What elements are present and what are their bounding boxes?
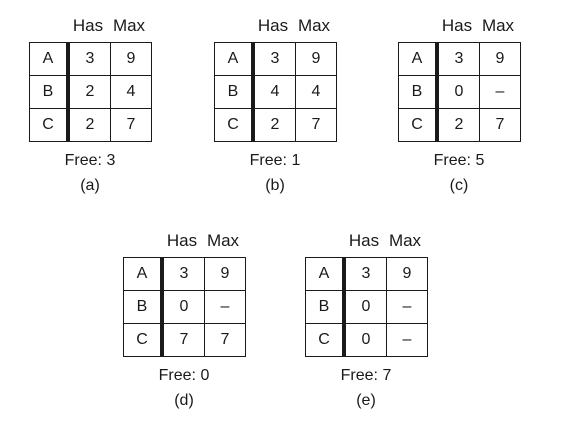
panel-caption: (b) xyxy=(265,177,285,194)
panel-caption: (e) xyxy=(356,392,376,409)
panel-caption: (a) xyxy=(80,177,100,194)
panel-caption: (c) xyxy=(449,177,469,194)
max-cell: – xyxy=(386,290,428,324)
max-cell: 9 xyxy=(386,257,428,291)
max-cell: 4 xyxy=(295,75,337,109)
max-cell: – xyxy=(204,290,246,324)
table-row: A 3 9 xyxy=(305,257,428,291)
process-label: C xyxy=(305,323,346,357)
table-row: C 7 7 xyxy=(123,323,246,357)
process-label: C xyxy=(29,108,70,142)
has-cell: 0 xyxy=(161,290,205,324)
table-row: C 2 7 xyxy=(398,108,521,142)
table-row: A 3 9 xyxy=(123,257,246,291)
header-has: Has xyxy=(72,16,104,35)
has-cell: 3 xyxy=(161,257,205,291)
resource-table: A 3 9 B 0 – C 2 7 xyxy=(398,42,521,142)
table-row: B 0 – xyxy=(398,75,521,109)
table-row: C 0 – xyxy=(305,323,428,357)
resource-table: A 3 9 B 0 – C 0 – xyxy=(305,257,428,357)
max-cell: – xyxy=(479,75,521,109)
resource-table: A 3 9 B 4 4 C 2 7 xyxy=(214,42,337,142)
table-row: A 3 9 xyxy=(29,42,152,76)
panel-caption: (d) xyxy=(174,392,194,409)
has-cell: 4 xyxy=(252,75,296,109)
max-cell: 7 xyxy=(295,108,337,142)
header-max: Max xyxy=(388,231,422,250)
has-cell: 7 xyxy=(161,323,205,357)
header-max: Max xyxy=(112,16,146,35)
table-row: B 2 4 xyxy=(29,75,152,109)
process-label: C xyxy=(214,108,255,142)
resource-table: A 3 9 B 2 4 C 2 7 xyxy=(29,42,152,142)
has-cell: 3 xyxy=(343,257,387,291)
free-count: Free: 0 xyxy=(158,367,210,384)
header-max: Max xyxy=(206,231,240,250)
free-count: Free: 3 xyxy=(64,152,116,169)
header-has: Has xyxy=(348,231,380,250)
has-cell: 0 xyxy=(436,75,480,109)
free-count: Free: 5 xyxy=(433,152,485,169)
header-max: Max xyxy=(297,16,331,35)
process-label: B xyxy=(305,290,346,324)
has-cell: 2 xyxy=(436,108,480,142)
process-label: C xyxy=(123,323,164,357)
header-max: Max xyxy=(481,16,515,35)
process-label: B xyxy=(398,75,439,109)
table-row: B 0 – xyxy=(305,290,428,324)
process-label: A xyxy=(398,42,439,76)
process-label: B xyxy=(29,75,70,109)
table-row: A 3 9 xyxy=(214,42,337,76)
max-cell: 7 xyxy=(204,323,246,357)
table-row: B 4 4 xyxy=(214,75,337,109)
has-cell: 2 xyxy=(67,108,111,142)
table-row: C 2 7 xyxy=(214,108,337,142)
has-cell: 2 xyxy=(67,75,111,109)
free-count: Free: 1 xyxy=(249,152,301,169)
has-cell: 3 xyxy=(252,42,296,76)
header-has: Has xyxy=(257,16,289,35)
table-row: C 2 7 xyxy=(29,108,152,142)
header-has: Has xyxy=(441,16,473,35)
max-cell: 9 xyxy=(204,257,246,291)
resource-table: A 3 9 B 0 – C 7 7 xyxy=(123,257,246,357)
max-cell: 7 xyxy=(479,108,521,142)
has-cell: 0 xyxy=(343,323,387,357)
process-label: A xyxy=(123,257,164,291)
table-row: B 0 – xyxy=(123,290,246,324)
has-cell: 2 xyxy=(252,108,296,142)
max-cell: 9 xyxy=(295,42,337,76)
process-label: A xyxy=(214,42,255,76)
process-label: B xyxy=(123,290,164,324)
process-label: A xyxy=(29,42,70,76)
header-has: Has xyxy=(166,231,198,250)
max-cell: – xyxy=(386,323,428,357)
max-cell: 9 xyxy=(479,42,521,76)
max-cell: 7 xyxy=(110,108,152,142)
process-label: C xyxy=(398,108,439,142)
max-cell: 9 xyxy=(110,42,152,76)
table-row: A 3 9 xyxy=(398,42,521,76)
process-label: A xyxy=(305,257,346,291)
free-count: Free: 7 xyxy=(340,367,392,384)
has-cell: 0 xyxy=(343,290,387,324)
has-cell: 3 xyxy=(436,42,480,76)
process-label: B xyxy=(214,75,255,109)
has-cell: 3 xyxy=(67,42,111,76)
max-cell: 4 xyxy=(110,75,152,109)
